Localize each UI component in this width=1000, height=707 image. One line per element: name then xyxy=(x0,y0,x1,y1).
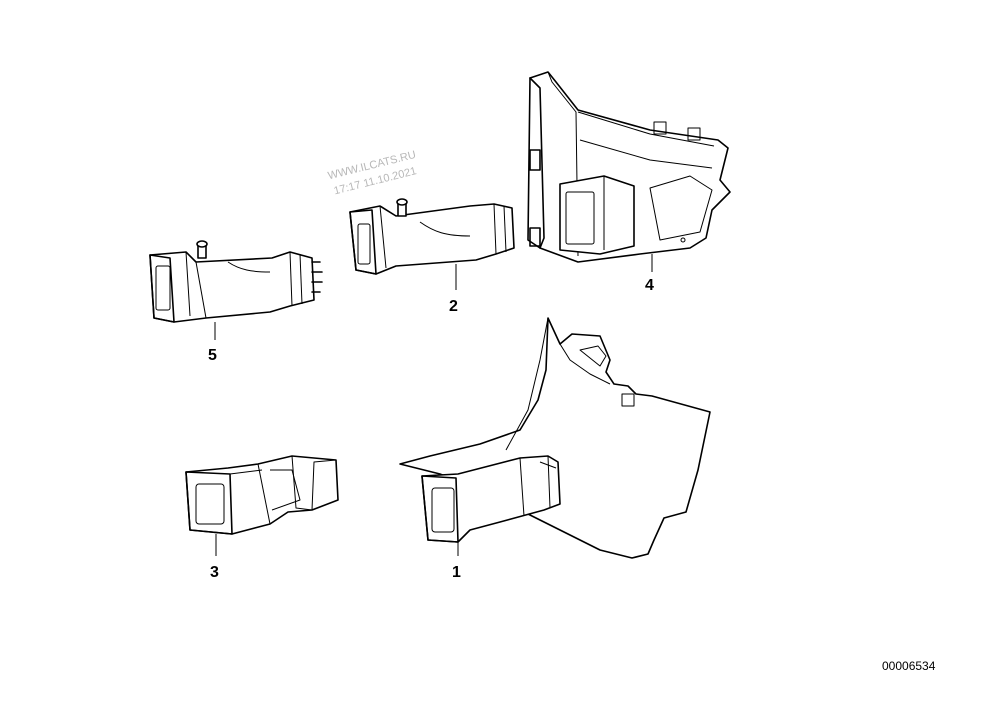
part-2-duct[interactable]: 2 xyxy=(349,198,515,315)
part-1-duct[interactable]: 1 xyxy=(399,317,711,581)
air-outlet-duct-icon xyxy=(185,455,339,535)
part-4-housing[interactable]: 4 xyxy=(527,71,731,294)
center-air-duct-icon xyxy=(349,198,515,275)
left-air-duct-icon xyxy=(149,240,323,323)
diagram-id: 00006534 xyxy=(882,659,936,673)
part-number-5: 5 xyxy=(208,347,217,364)
part-number-1: 1 xyxy=(452,564,461,581)
part-number-3: 3 xyxy=(210,564,219,581)
part-5-duct[interactable]: 5 xyxy=(149,240,323,364)
part-3-duct[interactable]: 3 xyxy=(185,455,339,581)
part-number-2: 2 xyxy=(449,298,458,315)
footwell-air-duct-icon xyxy=(399,317,711,559)
side-air-duct-housing-icon xyxy=(527,71,731,263)
watermark: WWW.ILCATS.RU 17:17 11.10.2021 xyxy=(327,149,418,198)
part-number-4: 4 xyxy=(645,277,654,294)
